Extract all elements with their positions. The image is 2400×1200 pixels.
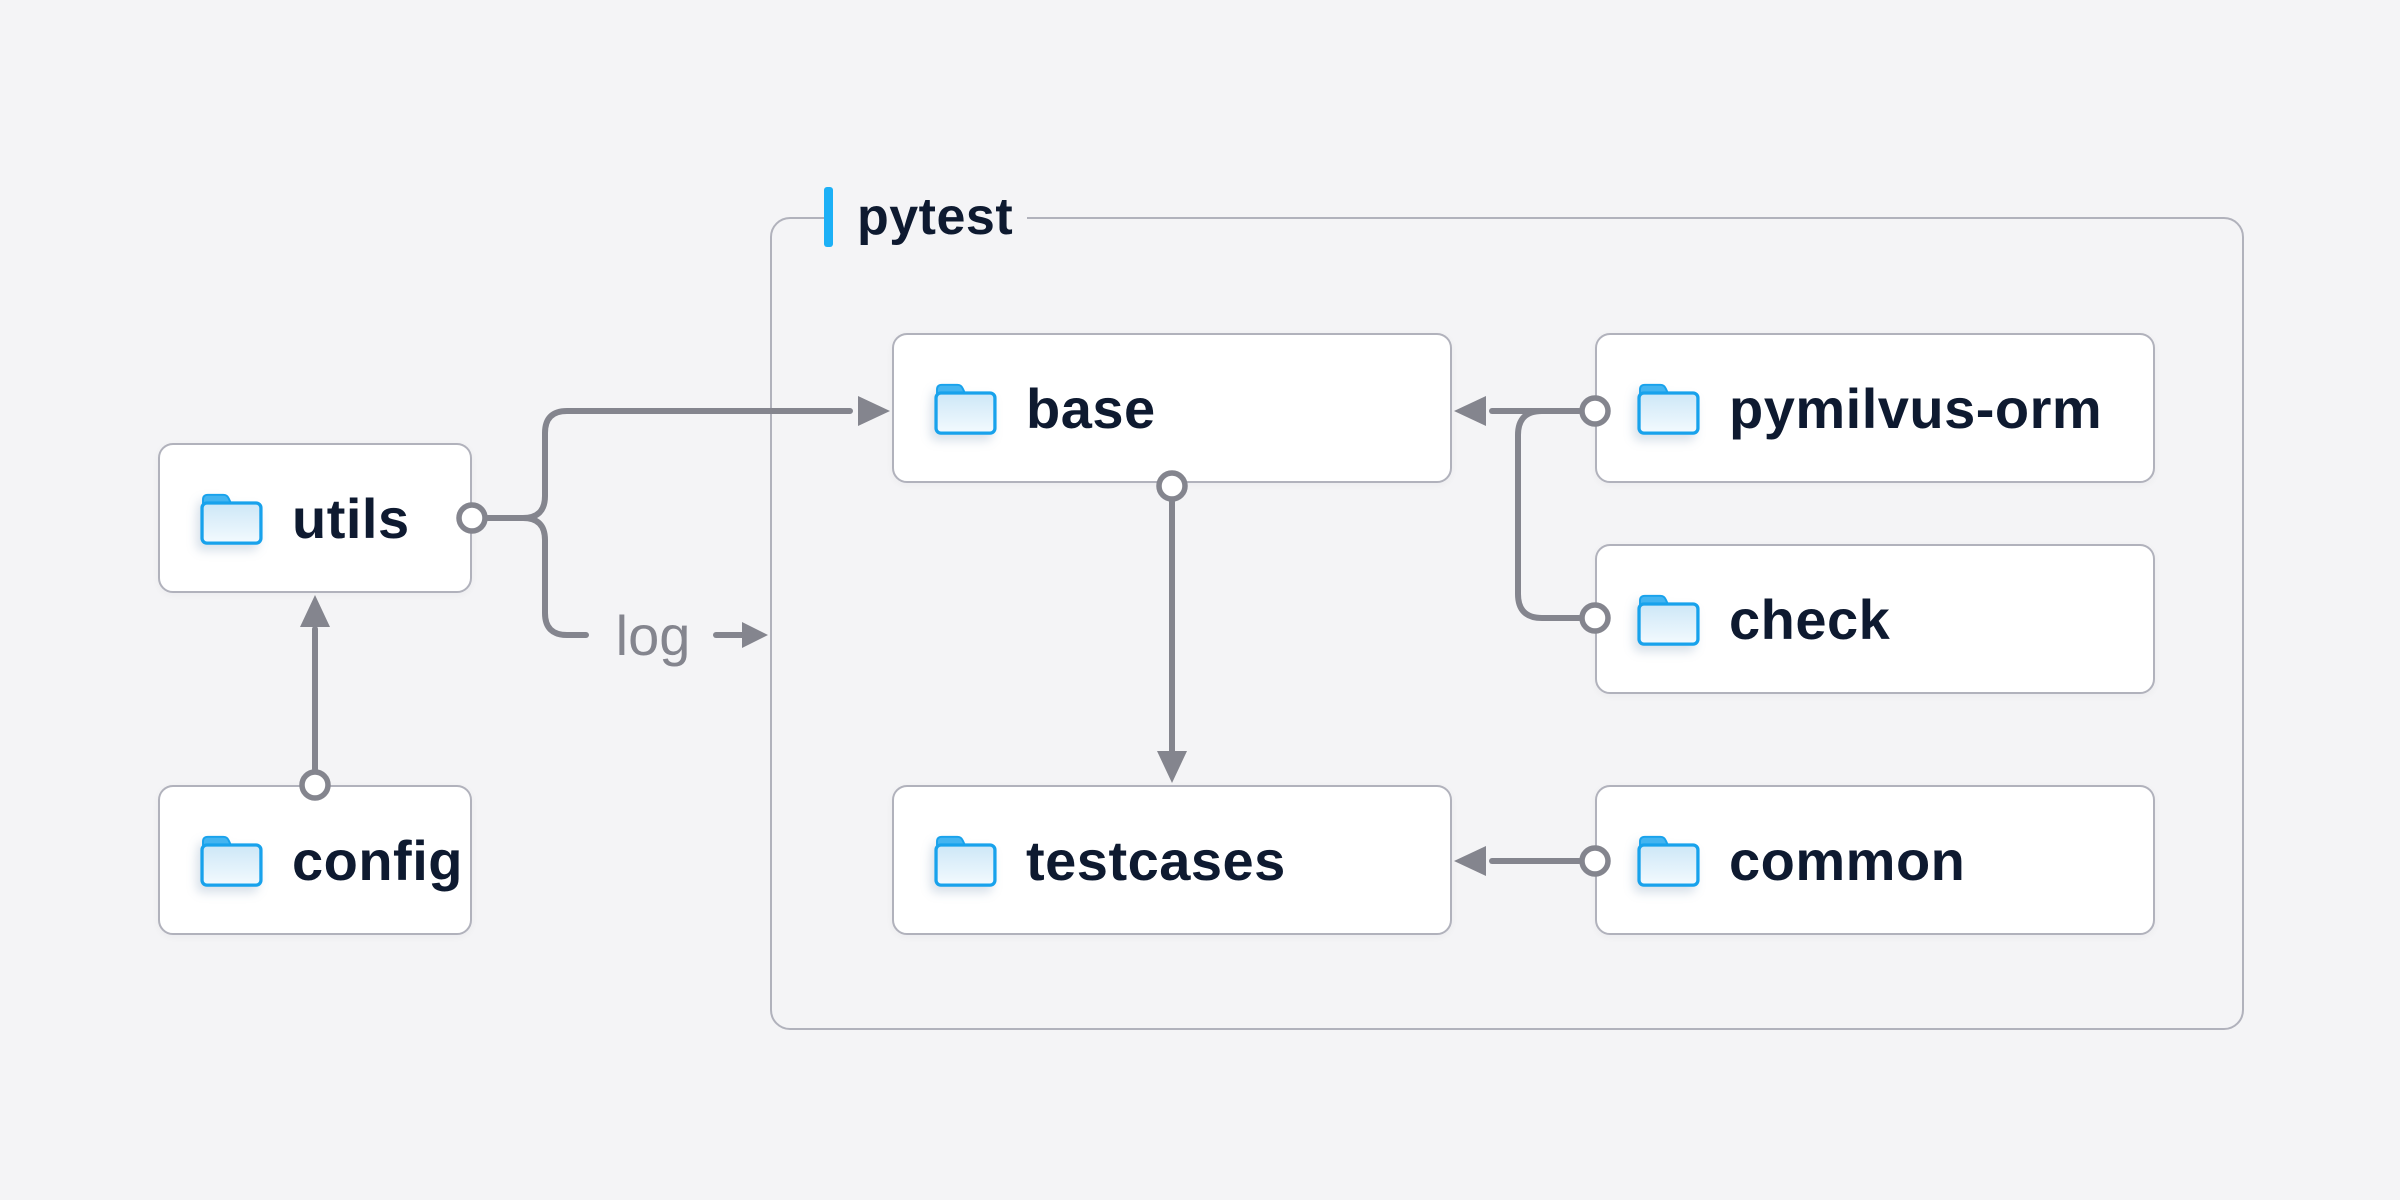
node-label: pymilvus-orm <box>1729 376 2103 440</box>
edge-label-log: log <box>615 603 691 667</box>
node-utils: utils <box>158 443 472 593</box>
node-config: config <box>158 785 472 935</box>
folder-icon <box>198 490 264 546</box>
arrowhead-log-to-group <box>742 622 768 648</box>
folder-icon <box>932 832 998 888</box>
node-label: base <box>1026 376 1156 440</box>
node-check: check <box>1595 544 2155 694</box>
folder-icon <box>932 380 998 436</box>
node-base: base <box>892 333 1452 483</box>
group-title: pytest <box>857 188 1014 246</box>
node-label: config <box>292 828 463 892</box>
node-testcases: testcases <box>892 785 1452 935</box>
pytest-group-outline <box>770 217 2244 1030</box>
arrowhead-config-to-utils <box>300 595 330 627</box>
folder-icon <box>1635 832 1701 888</box>
folder-icon <box>198 832 264 888</box>
node-label: check <box>1729 587 1891 651</box>
edge-utils-to-log <box>520 515 589 638</box>
folder-icon <box>1635 591 1701 647</box>
folder-icon <box>1635 380 1701 436</box>
node-label: utils <box>292 486 410 550</box>
node-label: testcases <box>1026 828 1286 892</box>
node-pymilvus-orm: pymilvus-orm <box>1595 333 2155 483</box>
node-common: common <box>1595 785 2155 935</box>
node-label: common <box>1729 828 1966 892</box>
accent-bar <box>824 187 833 247</box>
pytest-group-label: pytest <box>824 186 1028 248</box>
